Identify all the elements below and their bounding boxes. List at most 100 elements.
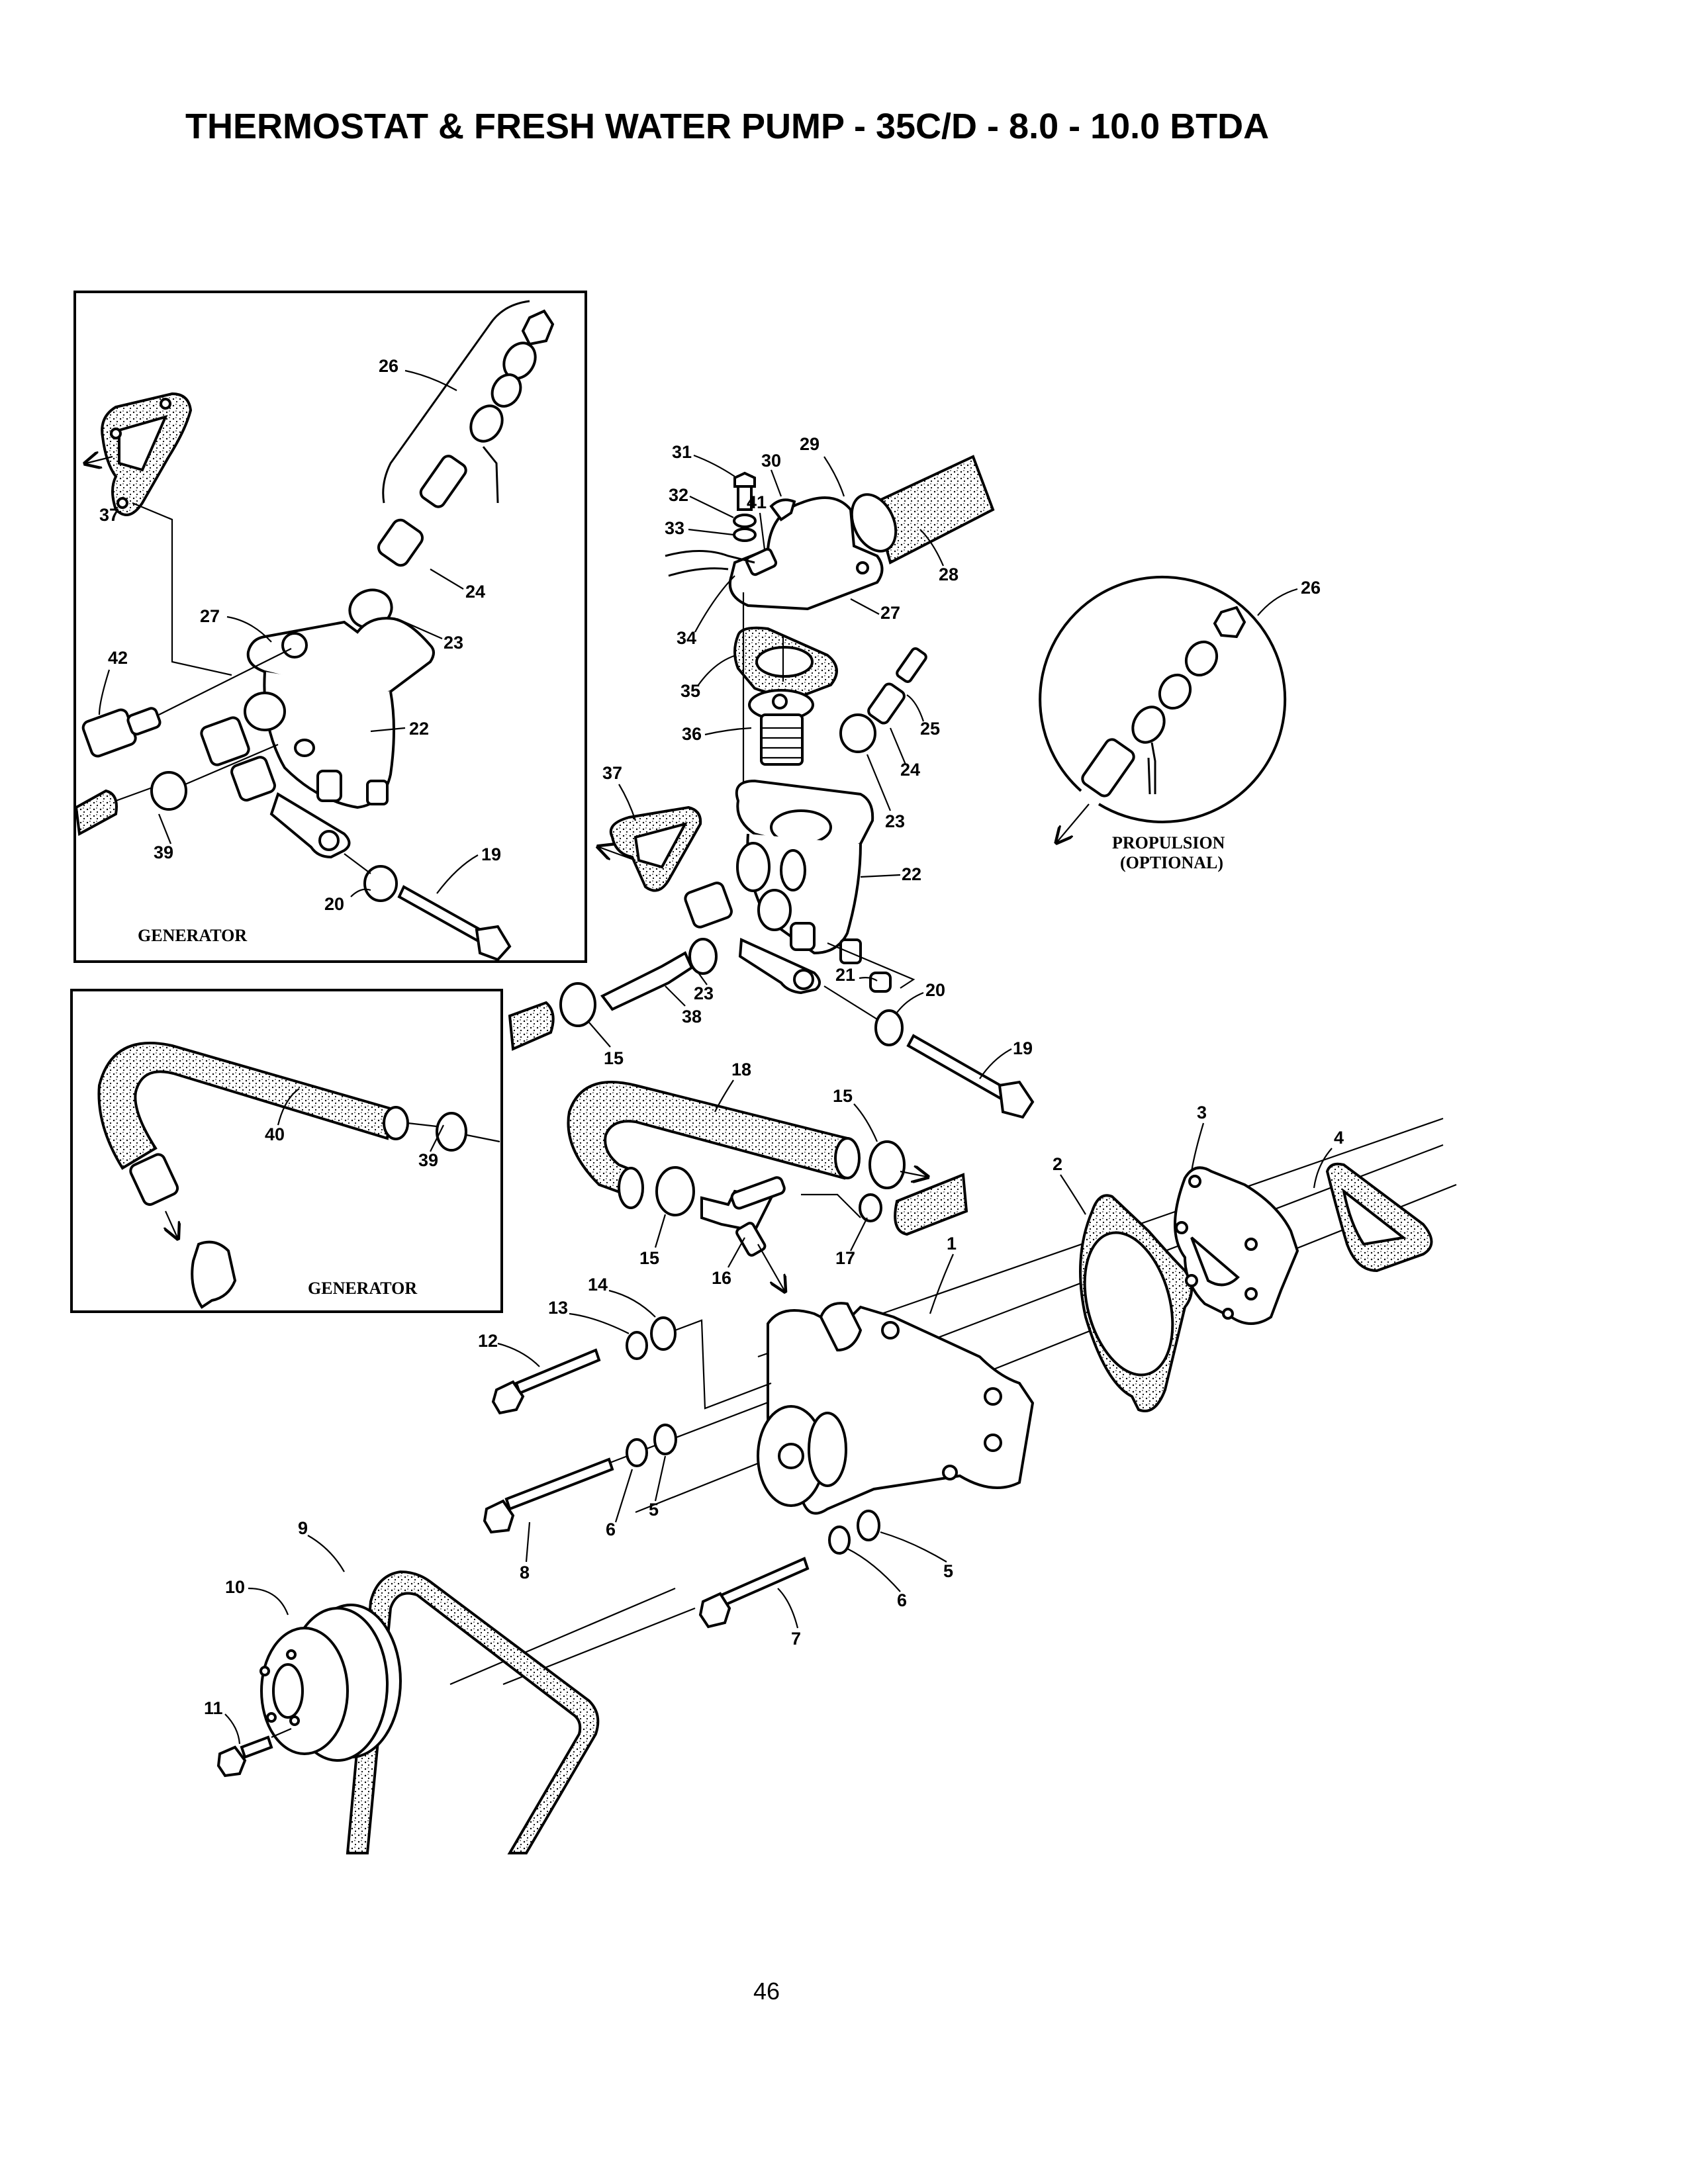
clamp-17 — [859, 1193, 882, 1222]
fitting-38 — [600, 951, 694, 1011]
pulley-belt-assembly: 9 10 11 — [204, 1518, 600, 1854]
clamp-15b — [868, 1140, 906, 1189]
fitting-40 — [129, 1153, 179, 1206]
callout-42: 42 — [108, 648, 128, 668]
fitting-24b — [867, 682, 906, 725]
hose-end — [74, 789, 118, 837]
callout-28: 28 — [939, 565, 959, 584]
sender-41 — [745, 547, 778, 576]
callout-38: 38 — [682, 1007, 702, 1026]
callout-39c: 39 — [418, 1150, 438, 1170]
callout-5b: 5 — [943, 1561, 953, 1581]
generator-hose-inset: 40 39 GENERATOR — [70, 989, 503, 1313]
washer-6b — [828, 1525, 851, 1555]
callout-19b: 19 — [1013, 1038, 1033, 1058]
generator-thermostat-inset — [73, 291, 587, 963]
callout-6b: 6 — [897, 1590, 907, 1610]
callout-15a: 15 — [604, 1048, 624, 1068]
washer-20b — [874, 1009, 904, 1046]
callout-21: 21 — [835, 965, 855, 985]
washer-33 — [733, 527, 757, 542]
inset2-caption: GENERATOR — [308, 1279, 417, 1298]
callout-27: 27 — [200, 606, 220, 626]
wire-34 — [665, 550, 755, 564]
housing-22 — [684, 779, 874, 995]
thermostat-36 — [748, 689, 814, 766]
plug-21 — [869, 972, 892, 993]
callout-20b: 20 — [925, 980, 945, 1000]
callout-25: 25 — [920, 719, 940, 739]
callout-9-label: 9 — [298, 1518, 308, 1538]
callout-39: 39 — [154, 842, 173, 862]
hose-18 — [567, 1081, 849, 1200]
callout-40: 40 — [265, 1124, 285, 1144]
callout-37b: 37 — [602, 763, 622, 783]
callout-35: 35 — [680, 681, 700, 701]
hose-stub — [508, 1001, 555, 1051]
callout-30: 30 — [761, 451, 781, 471]
bolt-19b — [906, 1034, 1008, 1101]
callout-15d: 15 — [833, 1086, 853, 1106]
washer-5a — [653, 1424, 677, 1455]
callout-33: 33 — [665, 518, 684, 538]
callout-22b: 22 — [902, 864, 921, 884]
propulsion-inset: 26 PROPULSION (OPTIONAL) — [1039, 576, 1321, 872]
callout-7: 7 — [791, 1629, 801, 1649]
callout-36: 36 — [682, 724, 702, 744]
inset-border — [73, 291, 587, 963]
callout-3: 3 — [1197, 1103, 1207, 1122]
inset2-border — [70, 989, 503, 1313]
fitting-25 — [896, 647, 927, 684]
callout-23b: 23 — [885, 811, 905, 831]
washer-13 — [626, 1331, 648, 1360]
washer-23b — [839, 713, 876, 753]
page-title: THERMOSTAT & FRESH WATER PUMP - 35C/D - … — [185, 107, 1270, 146]
water-pump-assembly: 1 2 3 4 14 13 12 5 6 8 5 6 7 — [449, 1103, 1457, 1686]
plate-3 — [1174, 1166, 1299, 1325]
callout-27b: 27 — [880, 603, 900, 623]
bracket-37 — [101, 392, 193, 516]
callout-26: 26 — [379, 356, 399, 376]
thermostat-assembly — [508, 455, 1035, 1119]
callout-23c: 23 — [694, 983, 714, 1003]
clamp-39 — [150, 771, 187, 811]
bypass-hose-assembly: 18 15 15 16 17 — [567, 1060, 968, 1291]
callout-15e: 15 — [639, 1248, 659, 1268]
washer-5b — [857, 1510, 880, 1541]
callout-41: 41 — [747, 492, 767, 512]
hose-stub-17 — [894, 1173, 968, 1236]
propulsion-caption-2: (OPTIONAL) — [1120, 853, 1223, 872]
callout-8: 8 — [520, 1563, 530, 1582]
pulley-10 — [260, 1627, 349, 1755]
callout-1: 1 — [947, 1234, 957, 1253]
sender-42 — [81, 648, 292, 758]
callout-12: 12 — [478, 1331, 498, 1351]
clamp-39b — [436, 1112, 467, 1152]
belt-9 — [346, 1570, 600, 1854]
callout-31: 31 — [672, 442, 692, 462]
thermostat-housing — [200, 617, 435, 859]
callout-19: 19 — [481, 844, 501, 864]
callout-26b: 26 — [1301, 578, 1321, 598]
callout-37: 37 — [99, 505, 119, 525]
callout-23: 23 — [444, 633, 463, 653]
bolt-19 — [397, 885, 489, 945]
sender-hardware-26 — [382, 300, 555, 508]
clamp-15 — [559, 982, 596, 1027]
bolt-7 — [720, 1557, 810, 1607]
hose-40 — [97, 1042, 393, 1170]
callout-5a: 5 — [649, 1500, 659, 1520]
callout-17: 17 — [835, 1248, 855, 1268]
clamp-15c — [655, 1166, 695, 1216]
washer-32 — [733, 514, 757, 528]
generator-fitting — [191, 1240, 237, 1309]
fitting-24 — [377, 518, 424, 567]
callout-24: 24 — [465, 582, 485, 602]
callout-6a: 6 — [606, 1520, 616, 1539]
propulsion-caption-1: PROPULSION — [1112, 833, 1225, 852]
washer-20 — [363, 865, 398, 902]
callout-4: 4 — [1334, 1128, 1344, 1148]
washer-14 — [650, 1316, 677, 1351]
callout-13: 13 — [548, 1298, 568, 1318]
